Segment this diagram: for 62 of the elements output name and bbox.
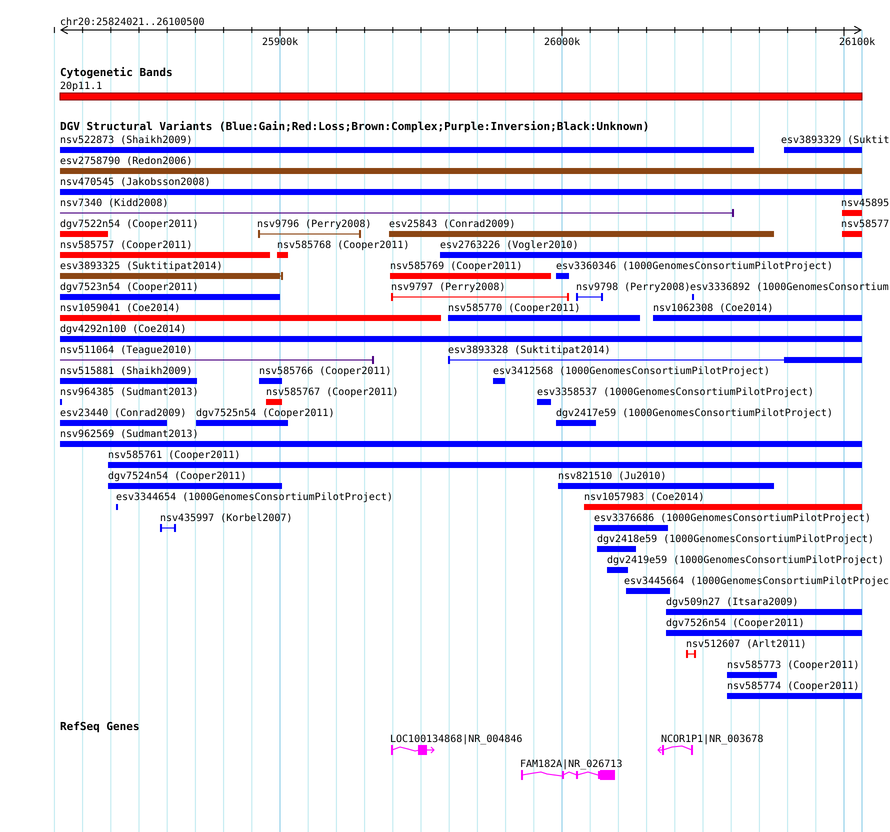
- variant-label: dgv2419e59 (1000GenomesConsortiumPilotProject): [607, 555, 884, 566]
- variant-label: esv2758790 (Redon2006): [60, 156, 192, 167]
- variant-label: nsv515881 (Shaikh2009): [60, 366, 192, 377]
- variant-label: nsv470545 (Jakobsson2008): [60, 177, 211, 188]
- variant-label: nsv1057983 (Coe2014): [584, 492, 704, 503]
- tick-label: 26000k: [544, 37, 580, 48]
- variant-label: esv3893325 (Suktitipat2014): [60, 261, 223, 272]
- variant-label: nsv821510 (Ju2010): [558, 471, 666, 482]
- variant-label: esv3360346 (1000GenomesConsortiumPilotProject): [556, 261, 833, 272]
- variant-label: esv3412568 (1000GenomesConsortiumPilotProject): [493, 366, 770, 377]
- track-heading: RefSeq Genes: [60, 721, 140, 733]
- variant-label: dgv2417e59 (1000GenomesConsortiumPilotProject): [556, 408, 833, 419]
- variant-label: dgv7526n54 (Cooper2011): [666, 618, 804, 629]
- variant-label: nsv585767 (Cooper2011): [266, 387, 398, 398]
- variant-label: nsv512607 (Arlt2011): [686, 639, 806, 650]
- track-heading: DGV Structural Variants (Blue:Gain;Red:Loss;Brown:Complex;Purple:Inversion;Black:Unknown): [60, 121, 650, 133]
- variant-label: esv25843 (Conrad2009): [389, 219, 516, 230]
- band-label: 20p11.1: [60, 81, 102, 92]
- variant-label: nsv9797 (Perry2008): [391, 282, 506, 293]
- locus-label: chr20:25824021..26100500: [60, 17, 204, 28]
- gene-label: FAM182A|NR_026713: [520, 759, 622, 770]
- variant-label: nsv435997 (Korbel2007): [160, 513, 292, 524]
- variant-label: esv3358537 (1000GenomesConsortiumPilotProject): [537, 387, 814, 398]
- variant-label: nsv585757 (Cooper2011): [60, 240, 192, 251]
- gene-label: LOC100134868|NR_004846: [390, 734, 522, 745]
- variant-label: esv3344654 (1000GenomesConsortiumPilotProject): [116, 492, 393, 503]
- variant-label: nsv1059041 (Coe2014): [60, 303, 180, 314]
- variant-label: nsv964385 (Sudmant2013): [60, 387, 198, 398]
- variant-label: esv3336892 (1000GenomesConsortium: [690, 282, 889, 293]
- variant-label: dgv4292n100 (Coe2014): [60, 324, 186, 335]
- gene-label: NCOR1P1|NR_003678: [661, 734, 764, 745]
- variant-label: nsv511064 (Teague2010): [60, 345, 192, 356]
- variant-label: dgv7524n54 (Cooper2011): [108, 471, 246, 482]
- variant-label: esv23440 (Conrad2009): [60, 408, 186, 419]
- variant-label: esv3445664 (1000GenomesConsortiumPilotProjec: [624, 576, 889, 587]
- variant-label: nsv585761 (Cooper2011): [108, 450, 240, 461]
- variant-label: esv2763226 (Vogler2010): [440, 240, 578, 251]
- variant-label: esv3893329 (Suktit: [781, 135, 890, 146]
- variant-label: nsv585773 (Cooper2011): [727, 660, 860, 671]
- variant-label: nsv1062308 (Coe2014): [653, 303, 774, 314]
- tick-label: 25900k: [262, 37, 298, 48]
- variant-label: nsv522873 (Shaikh2009): [60, 135, 192, 146]
- variant-label: nsv9798 (Perry2008): [576, 282, 690, 293]
- variant-label: nsv7340 (Kidd2008): [60, 198, 168, 209]
- track-heading: Cytogenetic Bands: [60, 67, 173, 79]
- variant-label: nsv585770 (Cooper2011): [448, 303, 580, 314]
- variant-label: esv3893328 (Suktitipat2014): [448, 345, 611, 356]
- variant-label: nsv45895: [841, 198, 890, 209]
- variant-label: nsv585768 (Cooper2011): [277, 240, 410, 251]
- variant-label: nsv58577: [841, 219, 890, 230]
- variant-label: nsv585774 (Cooper2011): [727, 681, 860, 692]
- variant-label: nsv962569 (Sudmant2013): [60, 429, 198, 440]
- variant-label: dgv7525n54 (Cooper2011): [196, 408, 334, 419]
- variant-label: dgv509n27 (Itsara2009): [666, 597, 798, 608]
- variant-label: nsv585766 (Cooper2011): [259, 366, 392, 377]
- variant-label: dgv7522n54 (Cooper2011): [60, 219, 198, 230]
- variant-label: nsv9796 (Perry2008): [257, 219, 372, 230]
- tick-label: 26100k: [839, 37, 876, 48]
- variant-label: dgv7523n54 (Cooper2011): [60, 282, 198, 293]
- variant-label: dgv2418e59 (1000GenomesConsortiumPilotProject): [597, 534, 874, 545]
- variant-label: nsv585769 (Cooper2011): [390, 261, 522, 272]
- variant-label: esv3376686 (1000GenomesConsortiumPilotProject): [594, 513, 871, 524]
